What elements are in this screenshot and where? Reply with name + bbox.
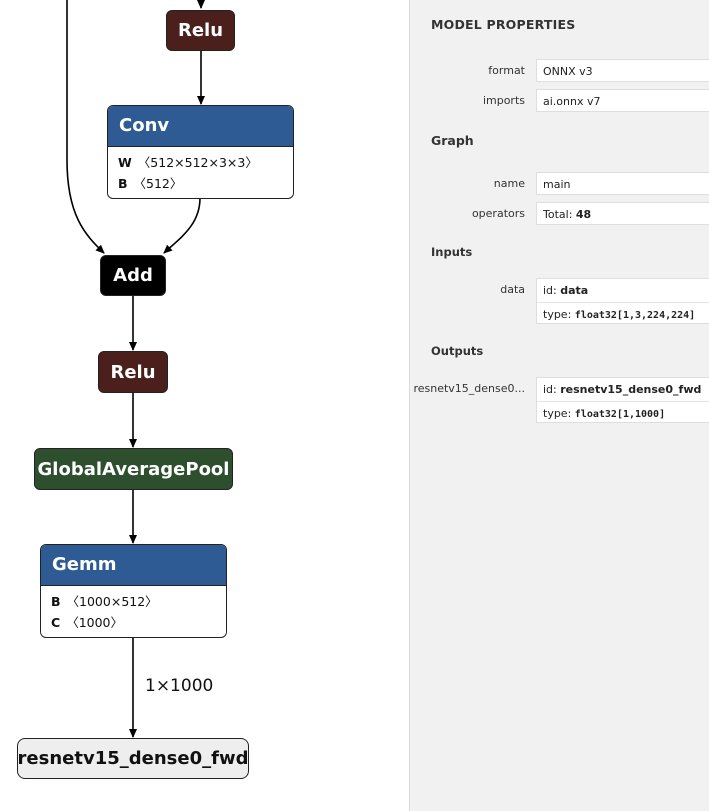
relu-node[interactable]: Relu — [98, 351, 168, 393]
edge-conv-to-add — [163, 197, 201, 254]
imports-label: imports — [482, 94, 525, 107]
name-value[interactable]: main — [536, 172, 709, 195]
global-average-pool-node[interactable]: GlobalAveragePool — [34, 448, 233, 490]
relu-node-top[interactable]: Relu — [166, 10, 235, 51]
graph-edges — [66, 0, 205, 738]
graph-output-label: resnetv15_dense0_fwd — [17, 748, 249, 769]
graph-section-title: Graph — [431, 133, 474, 148]
relu-node-label: Relu — [110, 361, 156, 383]
inputs-section-title: Inputs — [431, 245, 473, 259]
conv-node[interactable]: Conv W〈512×512×3×3〉 B〈512〉 — [107, 105, 294, 199]
output-type-line: type: float32[1,1000] — [537, 401, 709, 425]
input-id-line: id: data — [543, 284, 589, 297]
name-label: name — [493, 177, 525, 190]
operators-label: operators — [471, 207, 525, 220]
output-id-line: id: resnetv15_dense0_fwd — [543, 383, 702, 396]
outputs-section-title: Outputs — [431, 344, 484, 358]
global-average-pool-label: GlobalAveragePool — [37, 458, 230, 480]
output-label: resnetv15_dense0... — [413, 382, 525, 395]
input-data-value[interactable]: id: data type: float32[1,3,224,224] — [536, 278, 709, 324]
gemm-node-title: Gemm — [41, 545, 226, 586]
model-properties-panel: MODEL PROPERTIES format ONNX v3 imports … — [409, 0, 709, 811]
relu-node-top-label: Relu — [177, 20, 224, 41]
panel-title: MODEL PROPERTIES — [431, 17, 576, 32]
edge-skip-to-add — [66, 0, 105, 254]
input-data-label: data — [500, 283, 525, 296]
add-node-label: Add — [113, 265, 153, 286]
gemm-attr-c: C〈1000〉 — [51, 615, 123, 630]
edge-shape-label: 1×1000 — [145, 676, 214, 696]
format-value[interactable]: ONNX v3 — [536, 59, 709, 82]
gemm-node[interactable]: Gemm B〈1000×512〉 C〈1000〉 — [40, 544, 227, 638]
conv-attr-b: B〈512〉 — [118, 176, 183, 191]
imports-value[interactable]: ai.onnx v7 — [536, 89, 709, 112]
add-node[interactable]: Add — [100, 255, 166, 296]
graph-canvas[interactable]: Relu Conv W〈512×512×3×3〉 B〈512〉 Add Relu… — [0, 0, 410, 811]
operators-value[interactable]: Total: 48 — [536, 202, 709, 225]
format-label: format — [488, 64, 525, 77]
conv-node-title: Conv — [108, 106, 293, 147]
graph-output-node[interactable]: resnetv15_dense0_fwd — [17, 738, 249, 779]
output-value[interactable]: id: resnetv15_dense0_fwd type: float32[1… — [536, 377, 709, 423]
input-type-line: type: float32[1,3,224,224] — [537, 302, 709, 326]
conv-attr-w: W〈512×512×3×3〉 — [118, 155, 258, 170]
operators-count: 48 — [575, 208, 592, 221]
gemm-attr-b: B〈1000×512〉 — [51, 594, 158, 609]
